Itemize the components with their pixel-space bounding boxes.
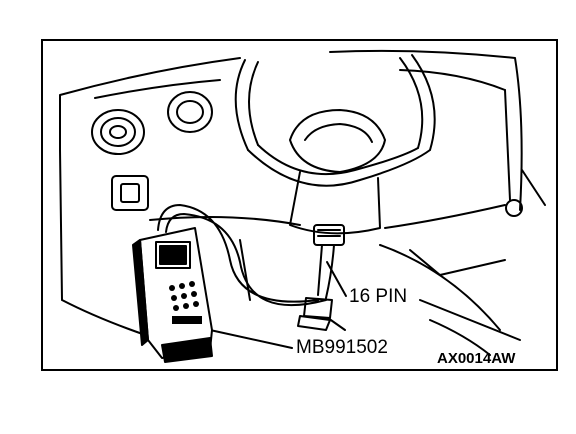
tool-part-number-label: MB991502 bbox=[296, 337, 388, 358]
figure-frame bbox=[41, 39, 558, 371]
left-air-vent bbox=[91, 109, 145, 155]
center-air-vent bbox=[167, 91, 213, 133]
scan-tool bbox=[132, 227, 213, 363]
steering-column bbox=[289, 171, 381, 235]
right-dash-knob bbox=[504, 89, 546, 217]
leader-adapter bbox=[327, 317, 346, 331]
diagnostic-connector bbox=[313, 224, 345, 246]
dash-switch bbox=[111, 175, 149, 211]
dashboard-upper bbox=[59, 49, 523, 211]
knee-panel bbox=[239, 239, 506, 331]
dashboard-ledge bbox=[94, 69, 506, 99]
connector-label: 16 PIN bbox=[349, 286, 408, 307]
connector-cable bbox=[317, 244, 335, 299]
adapter-plug bbox=[297, 297, 333, 331]
floor-line bbox=[419, 299, 521, 356]
leader-part-number bbox=[209, 329, 293, 349]
tool-cable bbox=[157, 204, 327, 307]
lower-dash-panel bbox=[59, 149, 506, 356]
figure-code-label: AX0014AW bbox=[437, 350, 516, 367]
steering-wheel bbox=[234, 54, 436, 187]
scan-tool-keypad bbox=[169, 281, 202, 324]
leader-16pin bbox=[326, 261, 347, 297]
